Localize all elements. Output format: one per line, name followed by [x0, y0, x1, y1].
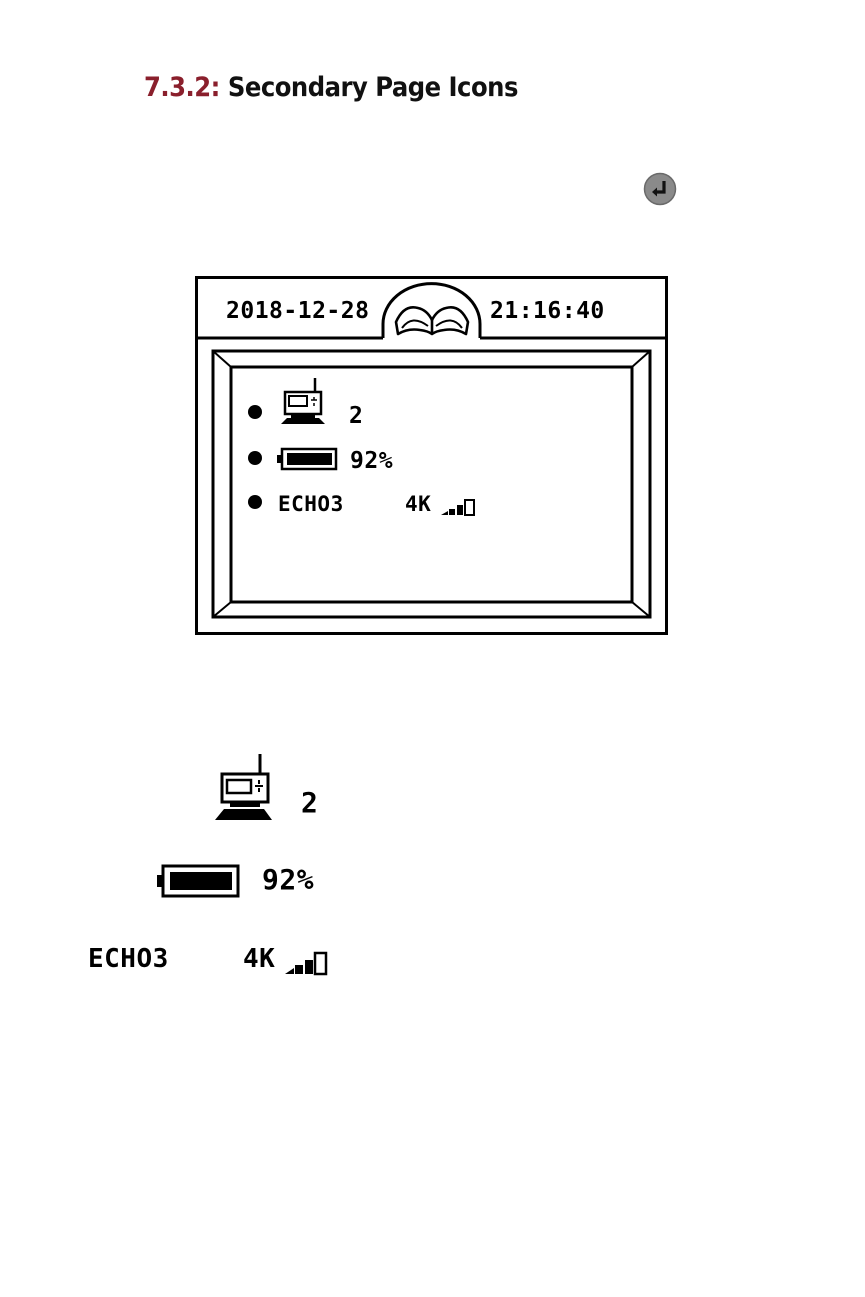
lcd-transmitter-count: 2	[349, 403, 363, 429]
signal-strength-icon	[440, 497, 478, 517]
lcd-time: 21:16:40	[490, 298, 605, 324]
signal-strength-icon	[284, 950, 330, 976]
lcd-date: 2018-12-28	[226, 298, 369, 324]
section-title: Secondary Page Icons	[228, 72, 518, 103]
section-number: 7.3.2:	[144, 72, 220, 103]
bullet-dot	[248, 405, 262, 419]
enter-return-icon	[643, 172, 677, 206]
legend-battery-percent: 92%	[262, 863, 314, 896]
legend-transmitter-count: 2	[301, 786, 318, 819]
transmitter-icon	[277, 376, 327, 426]
battery-icon	[156, 864, 240, 898]
bullet-dot	[248, 495, 262, 509]
battery-icon	[276, 447, 338, 471]
open-book-icon	[394, 298, 470, 338]
legend-channel: ECHO3	[88, 944, 169, 974]
section-heading: 7.3.2: Secondary Page Icons	[144, 72, 518, 103]
bullet-dot	[248, 451, 262, 465]
lcd-battery-percent: 92%	[350, 448, 393, 474]
lcd-channel: ECHO3	[278, 492, 344, 516]
legend-power: 4K	[243, 944, 275, 974]
transmitter-icon	[212, 752, 274, 824]
lcd-power: 4K	[405, 492, 431, 516]
